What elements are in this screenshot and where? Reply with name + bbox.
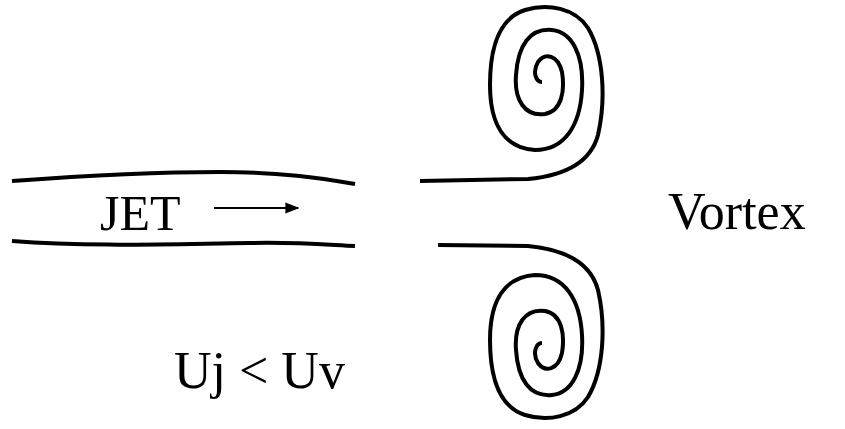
vortex-spiral — [420, 7, 603, 181]
jet-boundary — [12, 172, 355, 184]
jet-band: JET — [12, 176, 355, 244]
vortex-spiral — [438, 245, 603, 418]
jet-label: JET — [100, 188, 181, 238]
flow-arrow — [214, 207, 298, 209]
vortex-label: Vortex — [668, 186, 806, 238]
jet-boundary — [12, 241, 355, 246]
velocity-relation: Uj < Uv — [174, 345, 345, 397]
